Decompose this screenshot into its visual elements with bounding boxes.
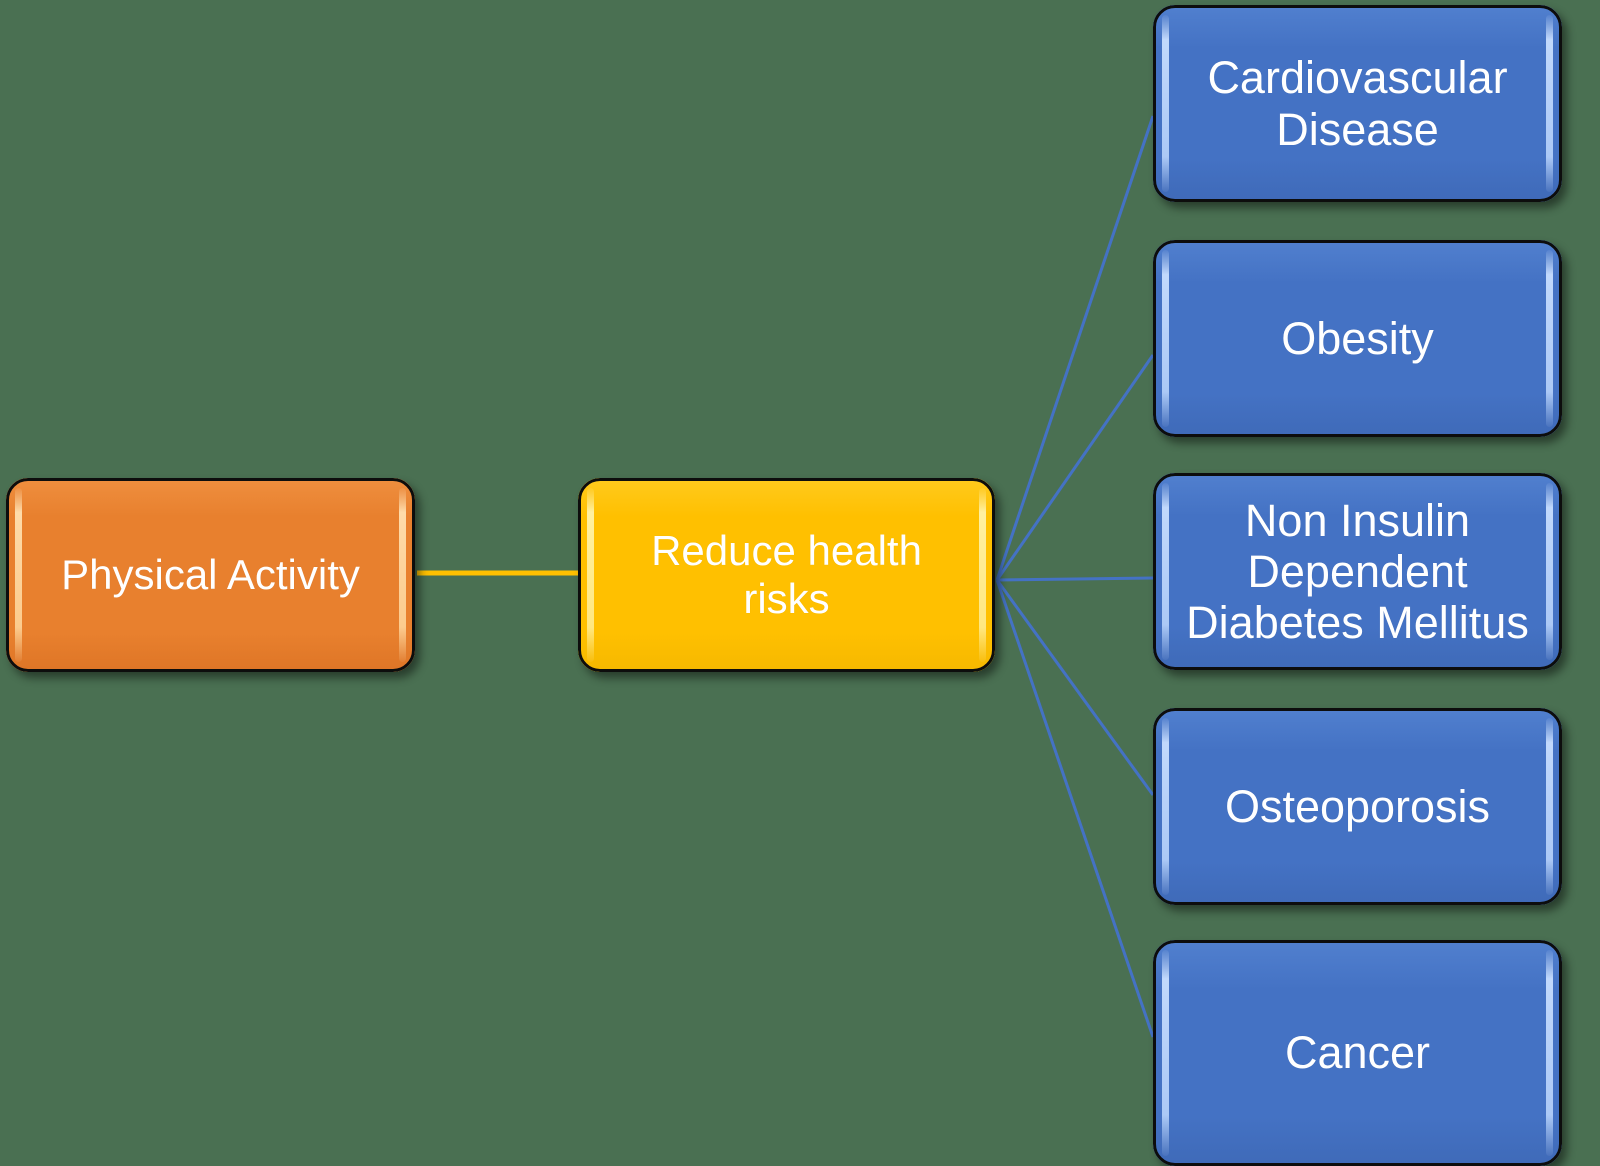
node-label-reduce-health-risks: Reduce health risks [578, 527, 995, 623]
connector-hub-to-cardiovascular-disease [995, 115, 1155, 581]
node-reduce-health-risks[interactable]: Reduce health risks [578, 478, 995, 672]
hub-to-target-connectors [995, 115, 1155, 1038]
node-osteoporosis[interactable]: Osteoporosis [1153, 708, 1562, 905]
node-cardiovascular-disease[interactable]: Cardiovascular Disease [1153, 5, 1562, 202]
connector-hub-to-cancer [995, 579, 1155, 1038]
node-label-line-1: Reduce health [651, 527, 922, 575]
node-obesity[interactable]: Obesity [1153, 240, 1562, 437]
node-label-obesity: Obesity [1281, 312, 1434, 364]
node-label-cancer: Cancer [1284, 1027, 1431, 1079]
node-label-physical-activity: Physical Activity [61, 551, 360, 599]
connector-hub-to-obesity [995, 354, 1155, 581]
node-non-insulin-dependent-diabetes-mellitus[interactable]: Non Insulin Dependent Diabetes Mellitus [1153, 473, 1562, 670]
node-label-osteoporosis: Osteoporosis [1224, 780, 1491, 832]
node-label-non-insulin-dependent-diabetes-mellitus: Non Insulin Dependent Diabetes Mellitus [1186, 494, 1529, 649]
connector-hub-to-osteoporosis [995, 579, 1155, 796]
connector-hub-to-non-insulin-dependent-diabetes-mellitus [996, 576, 1154, 582]
node-label-cardiovascular-disease: Cardiovascular Disease [1207, 52, 1508, 155]
node-cancer[interactable]: Cancer [1153, 940, 1562, 1166]
node-label-line-2: risks [743, 575, 830, 622]
node-physical-activity[interactable]: Physical Activity [6, 478, 415, 672]
